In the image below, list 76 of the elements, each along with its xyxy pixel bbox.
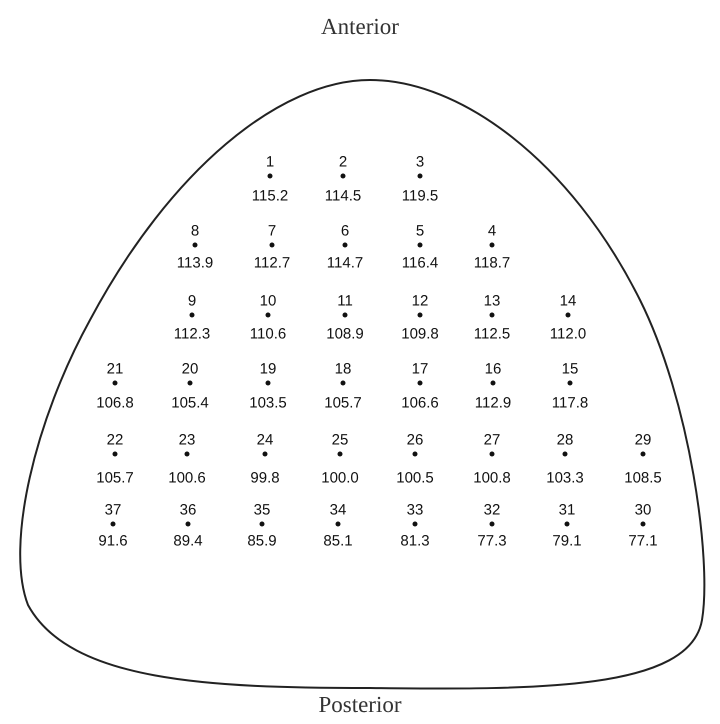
value-label: 105.4 <box>171 396 209 410</box>
value-label: 116.4 <box>402 256 438 270</box>
point-number: 31 <box>558 502 576 518</box>
point-number: 8 <box>190 224 200 238</box>
point-number: 23 <box>178 432 196 448</box>
value-label: 91.6 <box>98 534 128 548</box>
value-label: 77.1 <box>628 534 658 548</box>
point-number: 37 <box>104 502 122 518</box>
point-number: 21 <box>106 362 124 376</box>
point-number: 18 <box>334 362 352 376</box>
value-label: 114.7 <box>326 256 364 270</box>
value-label: 108.5 <box>624 470 662 486</box>
value-label: 100.5 <box>396 470 434 486</box>
point-number: 7 <box>268 224 276 238</box>
point-number: 30 <box>634 502 652 518</box>
point-number: 11 <box>337 294 353 308</box>
value-label: 100.0 <box>321 470 359 486</box>
point-number: 22 <box>106 432 124 448</box>
point-number: 1 <box>266 154 274 170</box>
point-number: 33 <box>406 502 424 518</box>
point-number: 28 <box>556 432 574 448</box>
point-number: 6 <box>340 224 350 238</box>
value-label: 117.8 <box>552 396 588 410</box>
value-label: 103.5 <box>249 396 287 410</box>
value-label: 106.6 <box>401 396 439 410</box>
point-number: 15 <box>562 362 578 376</box>
point-number: 27 <box>484 432 500 448</box>
value-label: 113.9 <box>176 256 214 270</box>
point-number: 9 <box>188 294 196 308</box>
value-label: 105.7 <box>96 470 134 486</box>
value-label: 109.8 <box>401 326 439 342</box>
point-number: 32 <box>484 502 500 518</box>
value-label: 115.2 <box>252 188 288 204</box>
point-number: 13 <box>484 294 500 308</box>
value-label: 114.5 <box>324 188 362 204</box>
point-number: 25 <box>332 432 348 448</box>
point-number: 24 <box>256 432 274 448</box>
point-number: 12 <box>412 294 428 308</box>
value-label: 110.6 <box>250 326 286 342</box>
value-label: 81.3 <box>400 534 430 548</box>
point-number: 10 <box>260 294 276 308</box>
point-number: 3 <box>416 154 424 170</box>
value-label: 108.9 <box>326 326 364 342</box>
value-label: 99.8 <box>250 470 280 486</box>
value-label: 112.9 <box>474 396 512 410</box>
value-label: 103.3 <box>546 470 584 486</box>
value-label: 89.4 <box>173 534 203 548</box>
value-label: 100.6 <box>168 470 206 486</box>
point-number: 16 <box>484 362 502 376</box>
point-number: 36 <box>180 502 196 518</box>
point-number: 17 <box>412 362 428 376</box>
value-label: 85.9 <box>247 534 277 548</box>
value-label: 119.5 <box>402 188 438 204</box>
value-label: 100.8 <box>473 470 511 486</box>
value-label: 79.1 <box>552 534 582 548</box>
point-number: 14 <box>560 294 576 308</box>
value-label: 106.8 <box>96 396 134 410</box>
point-number: 4 <box>488 224 496 238</box>
point-number: 29 <box>634 432 652 448</box>
point-number: 2 <box>338 154 348 170</box>
point-number: 26 <box>406 432 424 448</box>
heading-label: Posterior <box>318 692 402 718</box>
point-number: 35 <box>254 502 270 518</box>
value-label: 85.1 <box>323 534 353 548</box>
value-label: 112.7 <box>254 256 290 270</box>
heading-label: Anterior <box>321 14 399 40</box>
value-label: 77.3 <box>477 534 507 548</box>
point-number: 20 <box>182 362 198 376</box>
value-label: 112.5 <box>474 326 510 342</box>
point-number: 34 <box>330 502 346 518</box>
point-number: 5 <box>416 224 424 238</box>
value-label: 112.0 <box>550 326 586 342</box>
point-number: 19 <box>260 362 276 376</box>
value-label: 118.7 <box>474 256 510 270</box>
value-label: 105.7 <box>324 396 362 410</box>
value-label: 112.3 <box>174 326 210 342</box>
